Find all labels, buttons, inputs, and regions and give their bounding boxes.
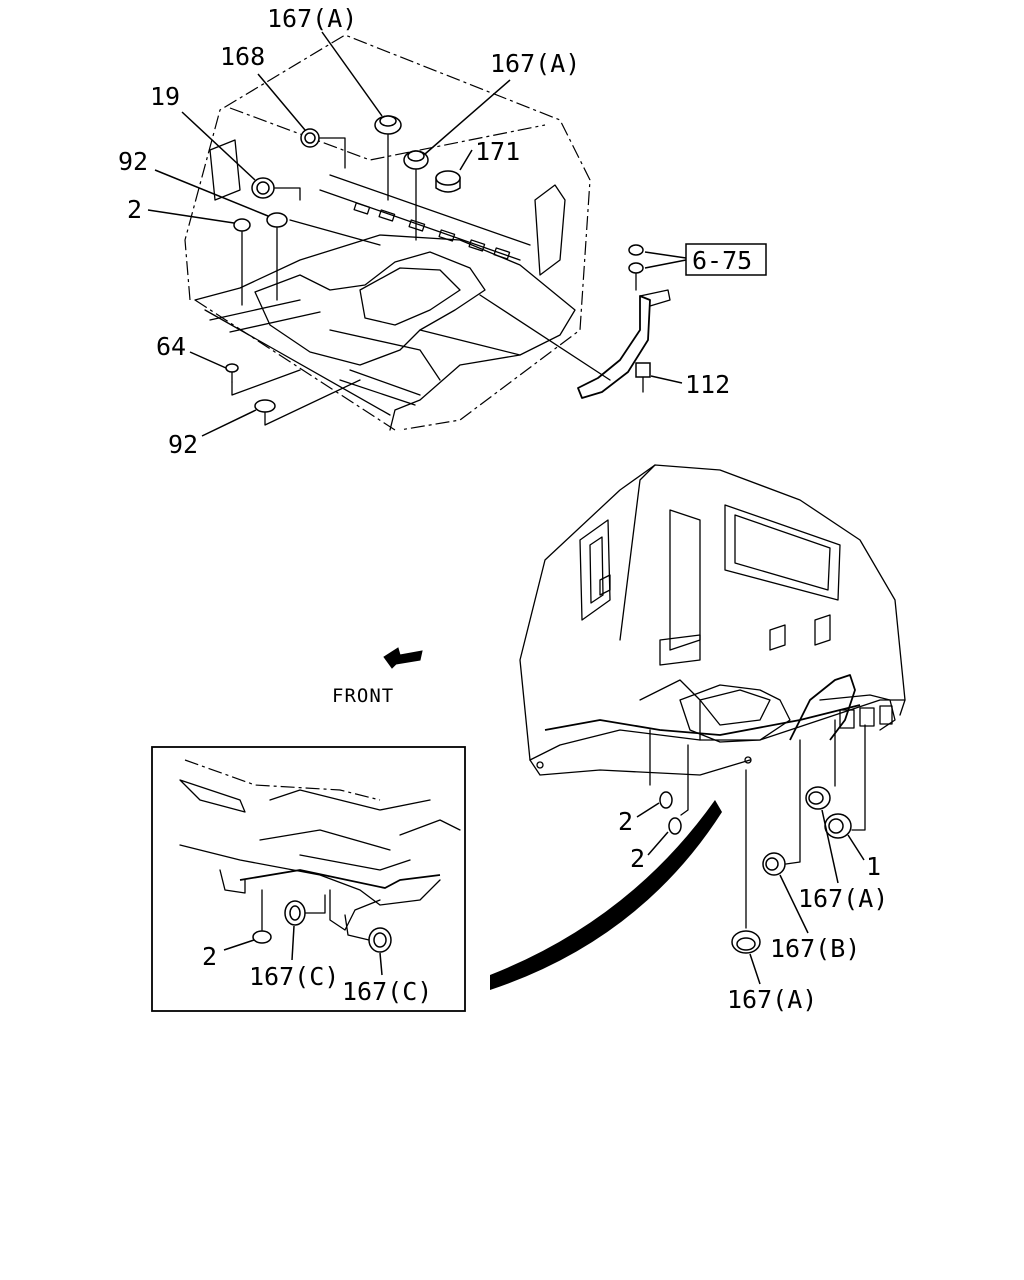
plug-168	[300, 128, 320, 148]
grommet-1	[824, 813, 852, 839]
cab-floor-top-view	[184, 34, 591, 431]
bolt-6-75	[628, 244, 644, 291]
cap-171	[435, 170, 461, 193]
grommet-167b	[762, 852, 786, 876]
label-2-top: 2	[127, 195, 142, 224]
detail-callout-band	[490, 800, 722, 990]
label-167c-1: 167(C)	[249, 962, 339, 991]
grommet-167a-bottom	[731, 930, 761, 954]
bottom-view-labels: 2 2 1 167(A) 167(B) 167(A)	[618, 807, 888, 1014]
label-92-bottom: 92	[168, 430, 198, 459]
label-2-underside-b: 2	[630, 844, 645, 873]
seal-2-inset	[252, 930, 272, 944]
label-64: 64	[156, 332, 186, 361]
label-112: 112	[685, 370, 730, 399]
label-167a-right: 167(A)	[798, 884, 888, 913]
cab-underside-view	[519, 464, 906, 776]
ref-6-75-box	[685, 243, 767, 276]
label-167a-1: 167(A)	[267, 4, 357, 33]
label-2-underside-a: 2	[618, 807, 633, 836]
ref-6-75: 6-75	[692, 246, 752, 275]
grommet-167a-top-right	[403, 150, 429, 170]
label-19: 19	[150, 82, 180, 111]
label-168: 168	[220, 42, 265, 71]
underside-parts	[649, 719, 866, 954]
grommet-167a-right	[805, 786, 831, 810]
top-view-parts	[225, 115, 461, 426]
label-171: 171	[475, 137, 520, 166]
front-label: FRONT	[332, 685, 394, 707]
seal-92-bottom	[254, 399, 276, 413]
seal-2-underside-b	[668, 817, 682, 835]
top-view-labels: 167(A) 168 167(A) 19 171 92 2 6-75 64 11…	[118, 4, 767, 459]
seal-2-top	[233, 218, 251, 232]
grommet-167c-2	[368, 927, 392, 953]
label-167a-2: 167(A)	[490, 49, 580, 78]
label-167a-bottom: 167(A)	[727, 985, 817, 1014]
plug-19	[251, 177, 275, 199]
front-direction-indicator: FRONT	[332, 647, 423, 707]
label-2-inset: 2	[202, 942, 217, 971]
label-167c-2: 167(C)	[342, 977, 432, 1006]
label-92-top: 92	[118, 147, 148, 176]
bracket-assembly	[479, 244, 671, 399]
label-1: 1	[866, 852, 881, 881]
screw-64	[225, 363, 239, 383]
grommet-167c-1	[284, 900, 306, 926]
label-167b: 167(B)	[770, 934, 860, 963]
grommet-167a-top-left	[374, 115, 402, 135]
detail-inset	[151, 746, 466, 1012]
nut-112	[635, 362, 651, 393]
front-arrow-icon	[383, 647, 423, 669]
leader-lines	[147, 31, 865, 985]
seal-92-top	[266, 212, 288, 228]
inset-labels: 2 167(C) 167(C)	[202, 942, 432, 1006]
seal-2-underside-a	[659, 791, 673, 809]
